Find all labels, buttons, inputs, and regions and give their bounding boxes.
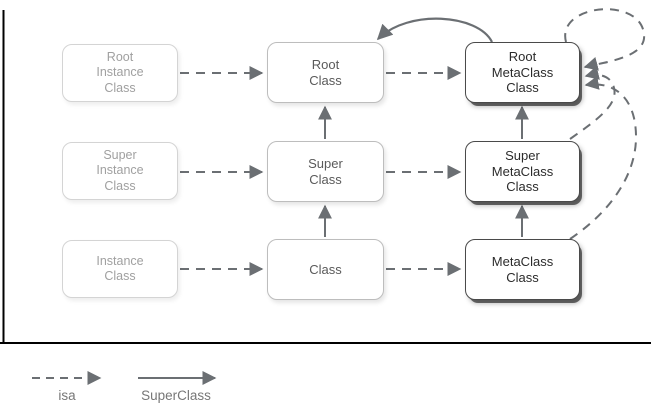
node-line: Class <box>104 178 136 193</box>
node-line: Super <box>308 155 343 171</box>
node-line: Class <box>309 171 342 187</box>
node-line: MetaClass <box>491 64 554 80</box>
legend-isa-label: isa <box>58 388 76 403</box>
node-super-metaclass-class[interactable]: Super MetaClass Class <box>465 141 580 202</box>
edge-superclass-root-metaclass-to-root-class <box>376 17 493 43</box>
node-root-metaclass-class[interactable]: Root MetaClass Class <box>465 42 580 103</box>
node-line: MetaClass <box>491 253 554 269</box>
node-line: Class <box>506 80 539 96</box>
node-super-instance-class[interactable]: Super Instance Class <box>62 142 178 200</box>
legend-isa: isa <box>30 368 104 403</box>
node-line: Class <box>506 269 539 285</box>
node-line: Class <box>104 80 136 95</box>
node-line: Root <box>311 56 340 72</box>
node-line: Class <box>309 72 342 88</box>
node-line: MetaClass <box>491 163 554 179</box>
node-root-class[interactable]: Root Class <box>267 42 384 103</box>
edge-isa-metaclass-to-root-metaclass <box>569 76 637 240</box>
node-class[interactable]: Class <box>267 239 384 300</box>
node-root-instance-class[interactable]: Root Instance Class <box>62 44 178 102</box>
node-line: Class <box>506 179 539 195</box>
node-line: Super <box>505 147 540 163</box>
node-instance-class[interactable]: Instance Class <box>62 240 178 298</box>
node-line: Root <box>508 48 537 64</box>
legend-superclass-label: SuperClass <box>141 388 211 403</box>
node-super-class[interactable]: Super Class <box>267 141 384 202</box>
legend-superclass: SuperClass <box>130 368 222 403</box>
node-line: Instance <box>96 163 144 178</box>
node-line: Class <box>309 261 342 277</box>
node-line: Instance <box>96 253 144 268</box>
node-line: Class <box>104 269 136 283</box>
node-line: Root <box>106 50 134 65</box>
node-line: Instance <box>96 65 144 80</box>
node-line: Super <box>103 148 137 163</box>
node-metaclass-class[interactable]: MetaClass Class <box>465 239 580 300</box>
